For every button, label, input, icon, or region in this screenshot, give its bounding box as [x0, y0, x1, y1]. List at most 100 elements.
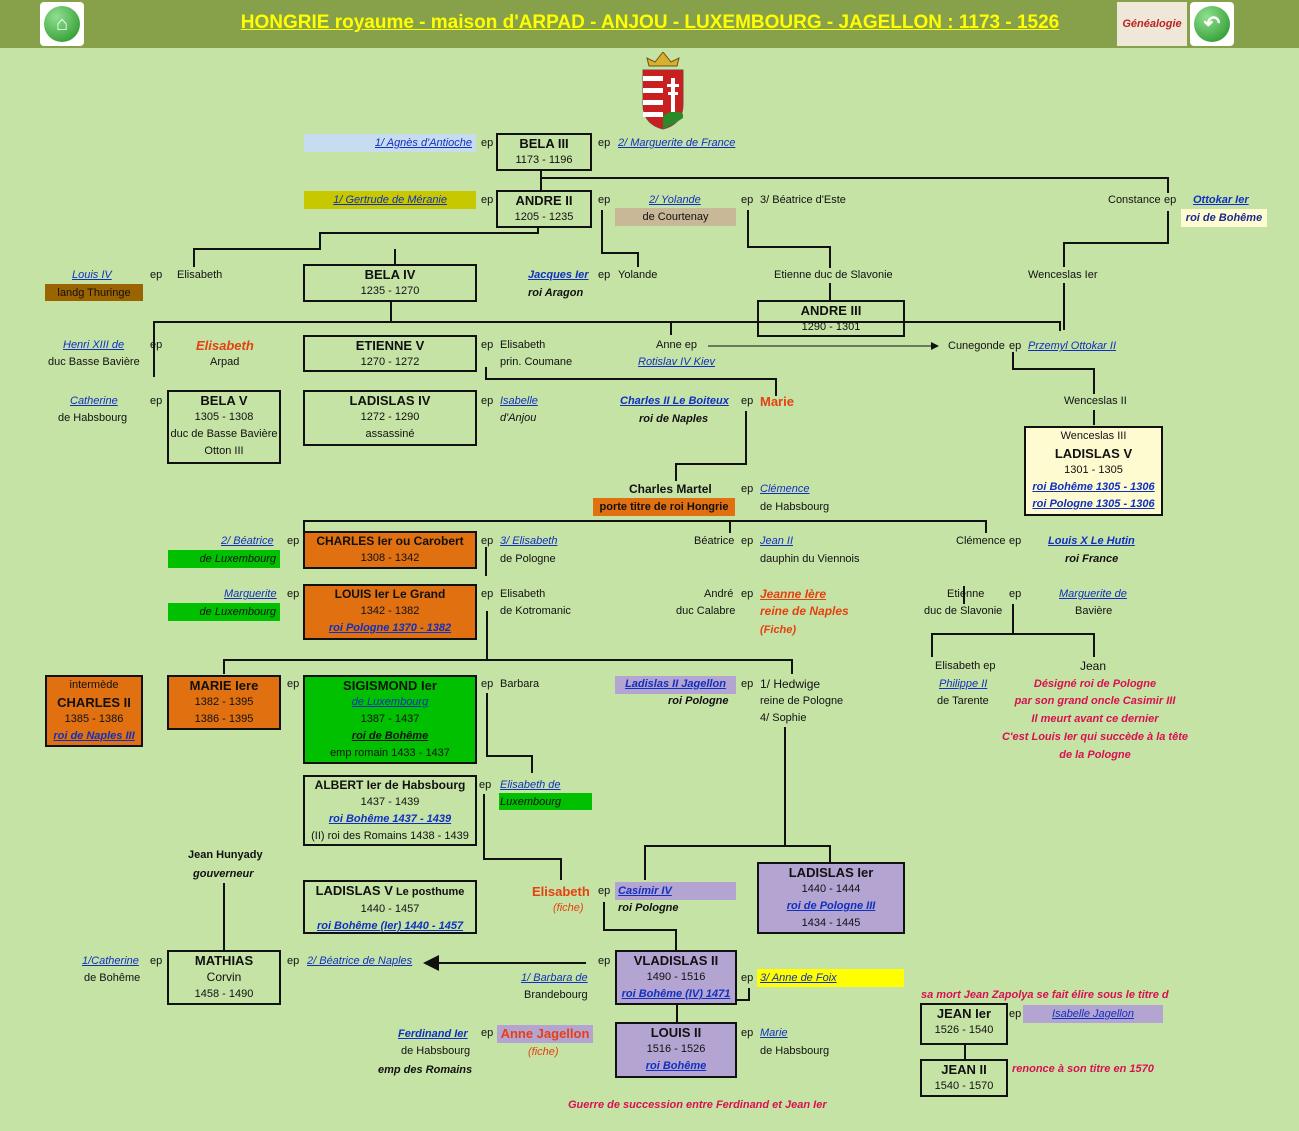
spouse-link-charles-boiteux[interactable]: Charles II Le Boiteux	[620, 395, 729, 407]
note-line: Désigné roi de Pologne	[1033, 678, 1157, 690]
reign-dates: 1235 - 1270	[360, 285, 420, 297]
reign-dates: 1290 - 1301	[801, 321, 861, 333]
spouse-title: dauphin du Viennois	[760, 553, 860, 565]
title-link[interactable]: roi de Naples III	[53, 730, 135, 742]
note-line: Guerre de succession entre Ferdinand et …	[568, 1099, 827, 1111]
spouse-link-louis-iv[interactable]: Louis IV	[72, 269, 112, 281]
title-line: emp romain 1433 - 1437	[330, 747, 450, 759]
spouse-link-louis-x[interactable]: Louis X Le Hutin	[1048, 535, 1135, 547]
spouse-link-ottokar[interactable]: Ottokar Ier	[1193, 194, 1249, 206]
spouse-link-beatrice-naples[interactable]: 2/ Béatrice de Naples	[307, 955, 413, 967]
spouse-link-jacques[interactable]: Jacques Ier	[528, 269, 589, 281]
spouse-link-henri-xiii[interactable]: Henri XIII de	[63, 339, 125, 351]
spouse-link-beatrice[interactable]: 2/ Béatrice	[221, 535, 274, 547]
fiche-link[interactable]: (fiche)	[553, 902, 584, 914]
spouse-link-ferdinand[interactable]: Ferdinand Ier	[398, 1028, 468, 1040]
spouse-elisabeth-coumane: Elisabeth	[500, 339, 546, 351]
title-link[interactable]: roi de Bohême	[351, 730, 429, 742]
spouse-link-yolande[interactable]: 2/ Yolande	[649, 194, 701, 206]
ep-label: ep	[150, 339, 163, 351]
spouse-link-marguerite-baviere[interactable]: Marguerite de	[1059, 588, 1127, 600]
title-link[interactable]: roi Bohême (Ier) 1440 - 1457	[316, 920, 464, 932]
spouse-link-agnes[interactable]: 1/ Agnès d'Antioche	[374, 137, 472, 149]
person-title: reine de Pologne	[760, 695, 844, 707]
spouse-link-isabelle-jagellon[interactable]: Isabelle Jagellon	[1052, 1008, 1134, 1020]
spouse-link-casimir[interactable]: Casimir IV	[618, 885, 672, 897]
ep-label: ep	[598, 194, 611, 206]
person-elisabeth-arpad[interactable]: Elisabeth	[196, 338, 254, 353]
spouse-link-gertrude[interactable]: 1/ Gertrude de Méranie	[333, 194, 447, 206]
person-anne-jagellon[interactable]: Anne Jagellon	[500, 1026, 590, 1041]
title-link[interactable]: roi Bohême	[645, 1060, 707, 1072]
spouse-link-isabelle[interactable]: Isabelle	[500, 395, 538, 407]
fiche-link[interactable]: (Fiche)	[760, 624, 797, 636]
spouse-link-marie[interactable]: Marie	[760, 1027, 788, 1039]
person-name: BELA III	[519, 136, 569, 151]
spouse-house: Luxembourg	[500, 796, 562, 808]
genealogie-logo[interactable]: Généalogie	[1117, 2, 1187, 46]
reign-dates: 1437 - 1439	[360, 796, 420, 808]
spouse-link-jean-ii[interactable]: Jean II	[760, 535, 794, 547]
spouse-link-elisabeth-lux[interactable]: Elisabeth de	[500, 779, 561, 791]
spouse-link-elisabeth-pologne[interactable]: 3/ Elisabeth	[500, 535, 558, 547]
title-link[interactable]: roi Pologne 1305 - 1306	[1032, 498, 1155, 510]
reign-dates: 1490 - 1516	[646, 971, 706, 983]
anne-jag-highlight	[497, 1025, 593, 1043]
ep-label: ep	[741, 395, 754, 407]
spouse-link-barbara[interactable]: 1/ Barbara de	[521, 972, 588, 984]
person-name: LOUIS II	[650, 1025, 702, 1040]
person-elisabeth-fiche[interactable]: Elisabeth	[532, 884, 590, 899]
spouse-link-marguerite[interactable]: Marguerite	[224, 588, 277, 600]
person-charles-martel: Charles Martel	[629, 482, 712, 496]
person-marie[interactable]: Marie	[760, 394, 794, 409]
person-name: JEAN Ier	[936, 1006, 992, 1021]
person-etienne: Etienne	[947, 588, 985, 600]
ladislas-jag-highlight	[615, 676, 736, 694]
ep-label: ep	[150, 395, 163, 407]
house-link[interactable]: de Luxembourg	[351, 696, 429, 708]
spouse-link-catherine[interactable]: Catherine	[70, 395, 118, 407]
spouse-link-rotislav[interactable]: Rotislav IV Kiev	[638, 356, 716, 368]
title-link[interactable]: roi Pologne 1370 - 1382	[328, 622, 452, 634]
spouse-link-philippe[interactable]: Philippe II	[939, 678, 988, 690]
title-link[interactable]: roi Bohême (IV) 1471	[621, 988, 731, 1000]
title-link[interactable]: roi Bohême 1437 - 1439	[328, 813, 452, 825]
spouse-link-marguerite-france[interactable]: 2/ Marguerite de France	[618, 137, 736, 149]
title-link[interactable]: roi de Pologne III	[786, 900, 876, 912]
spouse-link-ladislas-jagellon[interactable]: Ladislas II Jagellon	[625, 678, 726, 690]
fiche-link[interactable]: (fiche)	[528, 1046, 559, 1058]
person-cunegonde: Cunegonde	[948, 340, 1005, 352]
home-button[interactable]: ⌂	[40, 2, 84, 46]
spouse-link-clemence[interactable]: Clémence	[760, 483, 810, 495]
person-name: MATHIAS	[194, 953, 254, 968]
spouse-link-catherine-boheme[interactable]: 1/Catherine	[82, 955, 139, 967]
spouse-link-anne-foix[interactable]: 3/ Anne de Foix	[760, 972, 837, 984]
title-link[interactable]: roi Bohême 1305 - 1306	[1032, 481, 1155, 493]
spouse-link-przemyl[interactable]: Przemyl Ottokar II	[1028, 340, 1117, 352]
spouse-link-jeanne[interactable]: Jeanne Ière	[760, 587, 827, 601]
back-button[interactable]: ↶	[1190, 2, 1234, 46]
gertrude-highlight	[304, 191, 476, 209]
person-name: LADISLAS V	[1054, 446, 1133, 461]
